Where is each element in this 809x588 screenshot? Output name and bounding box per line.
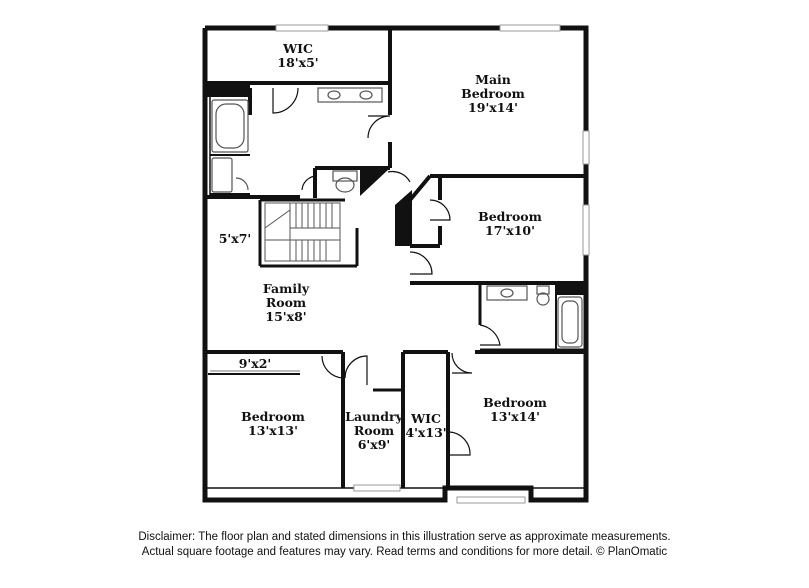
room-dims: 17'x10' [485, 223, 535, 238]
room-dims: 18'x5' [277, 55, 319, 70]
room-label-family-room: Family Room 15'x8' [246, 282, 326, 324]
room-dims: 13'x13' [248, 423, 298, 438]
room-dims: 9'x2' [238, 356, 272, 371]
room-label-bedroom-right: Bedroom 17'x10' [465, 210, 555, 238]
room-dims: 4'x13' [405, 425, 447, 440]
disclaimer-line-1: Disclaimer: The floor plan and stated di… [138, 531, 671, 543]
room-name-line1: Main [475, 72, 511, 87]
stairs [264, 202, 341, 262]
room-name-line2: Room [353, 423, 395, 438]
room-name: WIC [283, 41, 313, 56]
room-dims: 15'x8' [265, 309, 307, 324]
room-dims: 13'x14' [490, 409, 540, 424]
solid-blocks [205, 83, 586, 295]
room-label-wic-top: WIC 18'x5' [268, 42, 328, 70]
room-name-line2: Bedroom [461, 86, 525, 101]
room-name-line1: Family [262, 281, 310, 296]
room-label-small-room: 5'x7' [215, 232, 255, 246]
fixtures [211, 87, 583, 348]
disclaimer-line-2: Actual square footage and features may v… [141, 546, 668, 558]
room-label-wic-bottom: WIC 4'x13' [403, 412, 449, 440]
room-label-main-bedroom: Main Bedroom 19'x14' [448, 73, 538, 115]
windows [275, 24, 590, 504]
room-label-bedroom-bottom-right: Bedroom 13'x14' [470, 396, 560, 424]
room-name: Bedroom [241, 409, 305, 424]
room-label-bedroom-bottom-left: Bedroom 13'x13' [228, 410, 318, 438]
room-name-line2: Room [265, 295, 307, 310]
door-swings [272, 87, 501, 456]
room-name: Bedroom [483, 395, 547, 410]
room-label-laundry-room: Laundry Room 6'x9' [343, 410, 405, 452]
exterior-walls [202, 25, 589, 503]
room-name: Bedroom [478, 209, 542, 224]
room-label-closet-left: 9'x2' [230, 357, 280, 371]
room-name-line1: Laundry [345, 409, 403, 424]
room-name: WIC [411, 411, 441, 426]
room-dims: 6'x9' [357, 437, 391, 452]
room-dims: 19'x14' [468, 100, 518, 115]
room-dims: 5'x7' [218, 231, 252, 246]
